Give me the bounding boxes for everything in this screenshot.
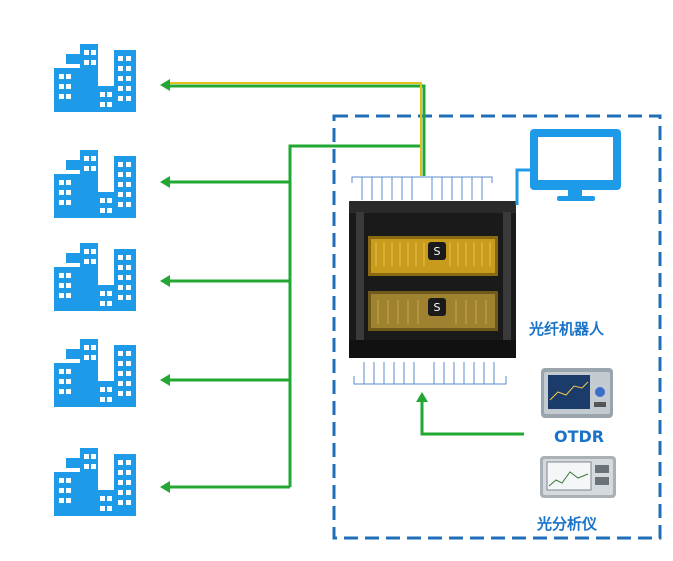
monitor-icon — [515, 129, 621, 205]
otdr-device — [541, 368, 613, 418]
optical-analyzer-device — [540, 456, 616, 498]
equipment-room-border — [332, 114, 662, 540]
building-icon — [54, 243, 136, 311]
fiber-trunk — [166, 144, 420, 489]
top-fiber-link — [160, 79, 426, 176]
otdr-label: OTDR — [554, 427, 605, 446]
building-icon — [54, 448, 136, 516]
fiber-robot-label: 光纤机器人 — [529, 320, 605, 338]
building-icon — [54, 44, 136, 112]
svg-text:S: S — [434, 245, 441, 258]
bottom-fiber-connectors — [353, 362, 507, 385]
otdr-fiber-link — [416, 392, 524, 436]
arrow-icon — [160, 481, 170, 493]
top-fiber-connectors — [351, 176, 493, 200]
building-icon — [54, 150, 136, 218]
building-icon — [54, 339, 136, 407]
optical-analyzer-label: 光分析仪 — [537, 515, 598, 533]
arrow-icon — [160, 275, 170, 287]
svg-text:S: S — [434, 301, 441, 314]
arrow-icon — [160, 374, 170, 386]
arrow-icon — [160, 176, 170, 188]
fiber-robot-rack: S S — [349, 201, 516, 358]
